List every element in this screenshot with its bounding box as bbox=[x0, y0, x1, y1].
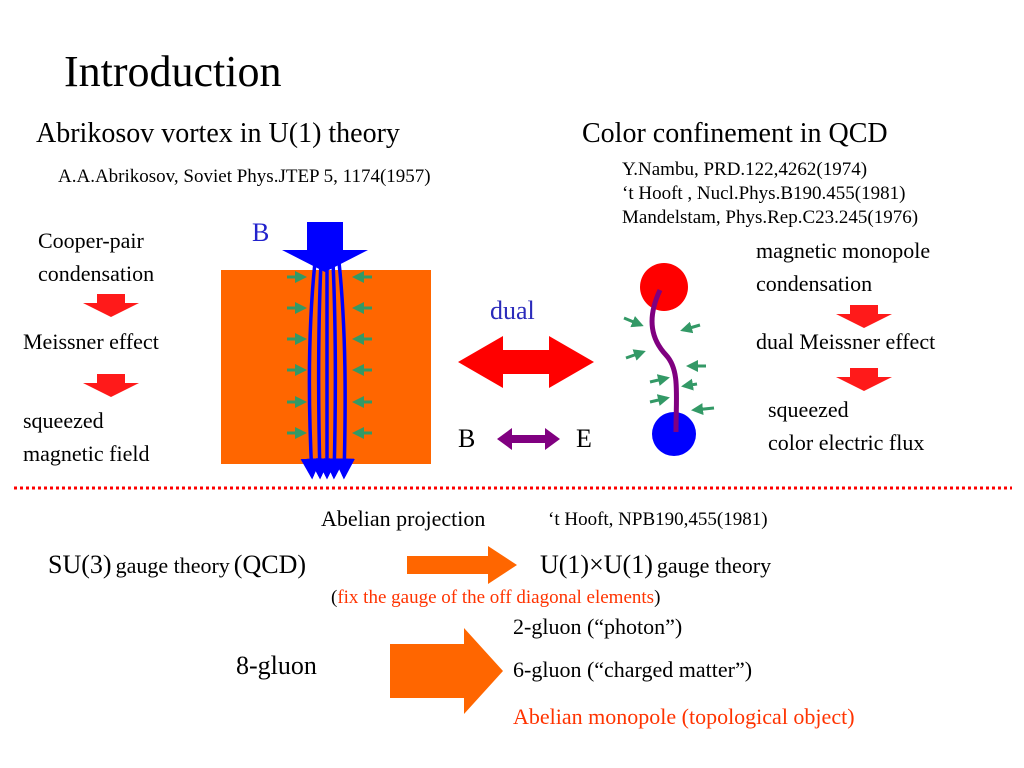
abrikosov-reference: A.A.Abrikosov, Soviet Phys.JTEP 5, 1174(… bbox=[58, 166, 431, 187]
abelian-projection-text: Abelian projection bbox=[321, 506, 486, 531]
slide-title: Introduction bbox=[64, 47, 282, 96]
abelian-projection-reference: ‘t Hooft, NPB190,455(1981) bbox=[548, 509, 768, 530]
left-heading: Abrikosov vortex in U(1) theory bbox=[36, 118, 400, 149]
b-e-double-arrow bbox=[497, 428, 560, 450]
compression-arrows bbox=[287, 271, 372, 439]
monopole-red bbox=[640, 263, 688, 311]
b-label: B bbox=[458, 424, 476, 453]
fix-gauge-note: (fix the gauge of the off diagonal eleme… bbox=[331, 587, 661, 608]
electric-flux-tube bbox=[649, 288, 680, 433]
reference-line: Mandelstam, Phys.Rep.C23.245(1976) bbox=[622, 207, 919, 228]
cooper-pair-text: Cooper-pair condensation bbox=[38, 228, 155, 286]
projection-arrow bbox=[407, 546, 517, 584]
magnetic-field-lines bbox=[300, 261, 355, 480]
e-label: E bbox=[576, 424, 592, 453]
magnetic-monopole-text: magnetic monopole condensation bbox=[756, 238, 931, 296]
dual-meissner-text: dual Meissner effect bbox=[756, 329, 936, 354]
reference-line: Y.Nambu, PRD.122,4262(1974) bbox=[622, 159, 868, 180]
reference-line: ‘t Hooft , Nucl.Phys.B190.455(1981) bbox=[622, 183, 906, 204]
eight-gluon-text: 8-gluon bbox=[236, 651, 317, 680]
flux-compression-arrows bbox=[623, 316, 715, 416]
two-gluon-text: 2-gluon (“photon”) bbox=[513, 614, 683, 639]
cooper-to-meissner-arrow bbox=[83, 294, 139, 317]
gluon-decomposition-arrow bbox=[390, 628, 503, 714]
u1u1-gauge-theory-text: U(1)×U(1) gauge theory bbox=[540, 550, 772, 579]
monopole-to-dual-meissner-arrow bbox=[836, 305, 892, 328]
monopole-blue bbox=[652, 412, 696, 456]
su3-gauge-theory-text: SU(3) gauge theory (QCD) bbox=[48, 550, 307, 579]
six-gluon-text: 6-gluon (“charged matter”) bbox=[513, 657, 753, 682]
meissner-to-squeezed-arrow bbox=[83, 374, 139, 397]
right-heading: Color confinement in QCD bbox=[582, 118, 888, 149]
b-field-arrow-head bbox=[282, 222, 368, 272]
meissner-effect-text: Meissner effect bbox=[23, 329, 159, 354]
squeezed-color-flux-text: squeezed color electric flux bbox=[768, 397, 925, 455]
dual-label: dual bbox=[490, 296, 535, 325]
abelian-monopole-text: Abelian monopole (topological object) bbox=[513, 704, 855, 729]
qcd-references: Y.Nambu, PRD.122,4262(1974) ‘t Hooft , N… bbox=[622, 158, 918, 230]
dual-double-arrow bbox=[458, 336, 594, 388]
b-field-label: B bbox=[252, 218, 270, 247]
dual-meissner-to-squeezed-arrow bbox=[836, 368, 892, 391]
squeezed-magnetic-field-text: squeezed magnetic field bbox=[23, 408, 150, 466]
